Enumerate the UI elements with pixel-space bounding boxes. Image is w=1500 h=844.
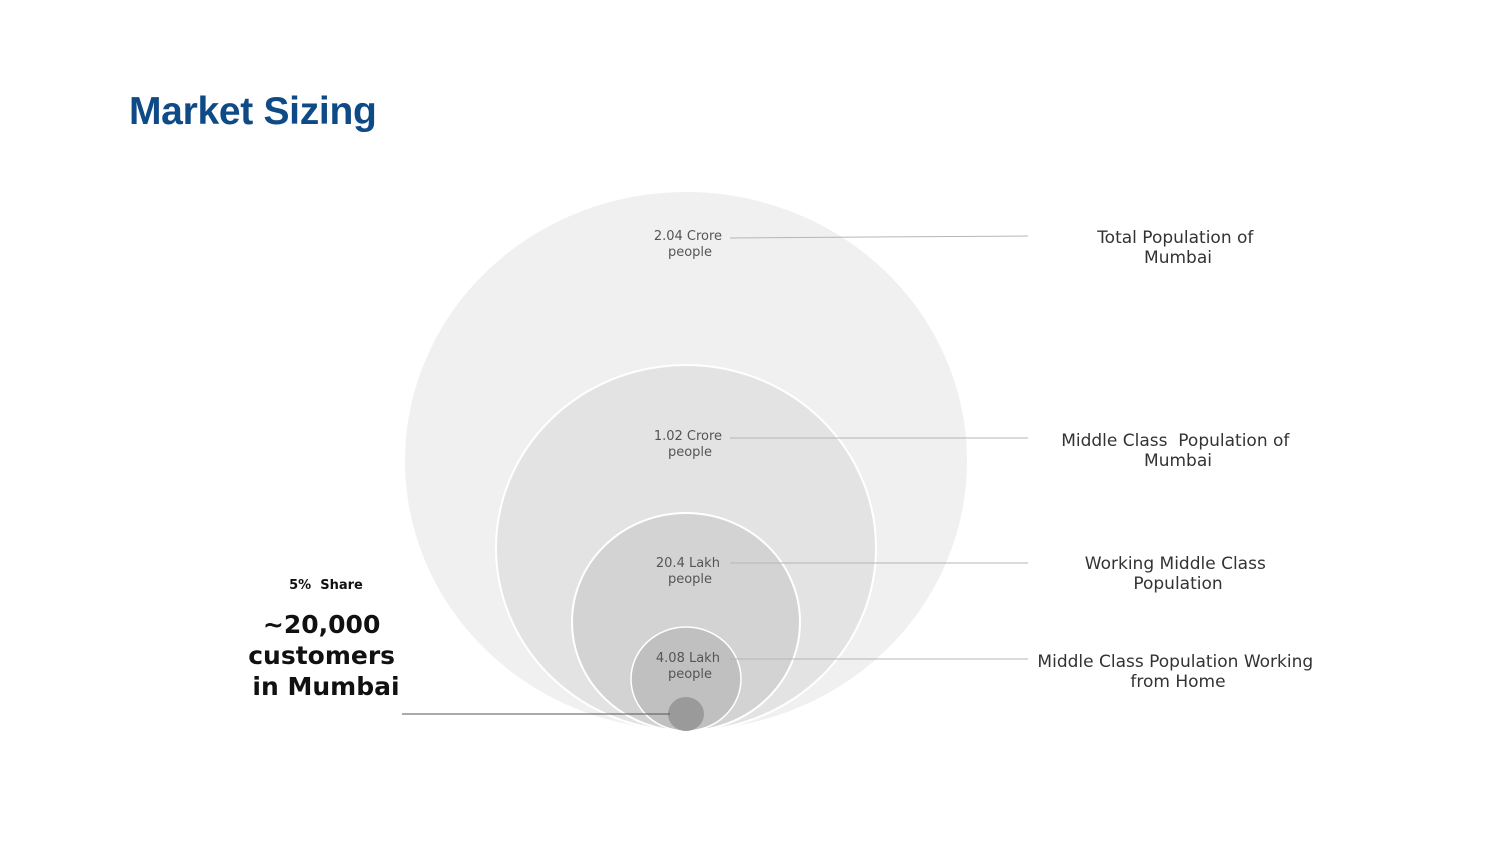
label-working-line-1: Working Middle Class (1085, 554, 1266, 574)
value-total-population: 2.04 Crore people (654, 229, 726, 260)
label-middle-class: Middle Class Population of Mumbai (1061, 431, 1295, 471)
value-middle-line-2: people (668, 445, 712, 460)
slide-title: Market Sizing (129, 90, 377, 133)
value-wfh-line-2: people (668, 667, 712, 682)
value-working-middle-class: 20.4 Lakh people (656, 556, 724, 587)
value-total-line-2: people (668, 245, 712, 260)
value-wfh-line-1: 4.08 Lakh (656, 651, 720, 666)
result-line-3: in Mumbai (252, 672, 399, 701)
label-wfh-line-1: Middle Class Population Working (1037, 652, 1313, 672)
circle-target-share (668, 697, 704, 731)
label-wfh-line-2: from Home (1130, 672, 1225, 692)
label-total-line-2: Mumbai (1144, 248, 1212, 268)
value-middle-class: 1.02 Crore people (654, 429, 726, 460)
value-work-from-home: 4.08 Lakh people (656, 651, 724, 682)
value-total-line-1: 2.04 Crore (654, 229, 722, 244)
share-label: 5% Share (289, 578, 363, 593)
label-total-line-1: Total Population of (1096, 228, 1254, 248)
result-line-2: customers (248, 641, 395, 670)
label-work-from-home: Middle Class Population Working from Hom… (1037, 652, 1318, 692)
value-middle-line-1: 1.02 Crore (654, 429, 722, 444)
label-middle-line-1: Middle Class Population of (1061, 431, 1290, 451)
result-line-1: ~20,000 (263, 610, 380, 639)
label-working-middle-class: Working Middle Class Population (1085, 554, 1271, 594)
result-customers: ~20,000 customers in Mumbai (248, 610, 404, 701)
value-working-line-1: 20.4 Lakh (656, 556, 720, 571)
label-total-population: Total Population of Mumbai (1096, 228, 1259, 268)
label-middle-line-2: Mumbai (1144, 451, 1212, 471)
value-working-line-2: people (668, 572, 712, 587)
label-working-line-2: Population (1133, 574, 1222, 594)
connector-line-total (729, 235, 1029, 239)
